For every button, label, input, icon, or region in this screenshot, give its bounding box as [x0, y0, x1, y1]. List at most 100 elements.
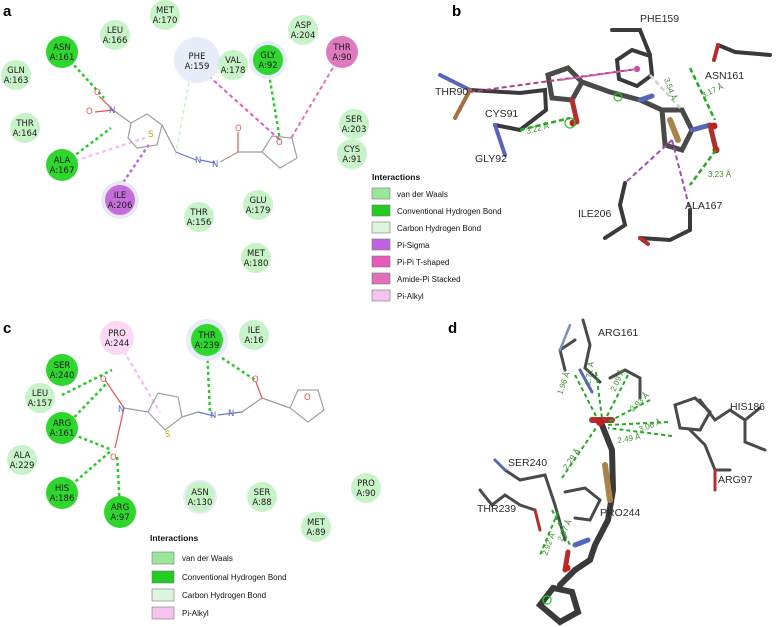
distance-d-1: 2.71 Å: [583, 360, 596, 385]
ligand-b-azo: [637, 93, 655, 103]
svg-text:THR: THR: [15, 119, 34, 129]
nitro-o2-c: O: [110, 453, 117, 463]
svg-text:A:180: A:180: [244, 259, 269, 269]
furan-ring-c: [289, 389, 325, 423]
amide-pi-thr90: [289, 55, 341, 141]
thr239-o: [533, 508, 542, 532]
phe159-chain: [610, 28, 652, 57]
legend-a-item-6: Pi-Alkyl: [371, 289, 424, 302]
d-hbond-3: [605, 374, 629, 419]
svg-text:A:161: A:161: [50, 429, 75, 439]
bond-amide-a: [219, 151, 239, 163]
svg-text:HIS: HIS: [55, 484, 69, 494]
svg-text:A:16: A:16: [244, 336, 263, 346]
svg-text:THR: THR: [197, 331, 216, 341]
nitro-n-a: N: [109, 106, 115, 116]
d-hbond-5: [607, 421, 669, 426]
c-bond-amide: [241, 397, 263, 413]
svg-text:A:164: A:164: [13, 129, 38, 139]
ligand-b: [545, 65, 719, 153]
svg-text:A:204: A:204: [291, 31, 316, 41]
svg-text:THR: THR: [189, 208, 208, 218]
hbond-marker-d: [542, 595, 552, 605]
panel-d-interactions: [539, 371, 673, 556]
pro244-backbone: [553, 503, 567, 542]
c-bond-ch2: [181, 411, 199, 418]
svg-text:A:163: A:163: [4, 76, 29, 86]
svg-text:A:167: A:167: [50, 166, 75, 176]
panel-c-interaction-lines: [61, 344, 256, 509]
svg-text:A:206: A:206: [108, 201, 133, 211]
gly92-n: [493, 123, 507, 157]
label-thr239: THR239: [477, 503, 516, 515]
c-hbond-thr239-b: [206, 346, 256, 382]
furan-o-a: O: [276, 138, 283, 148]
asn161-chain: [716, 43, 772, 57]
svg-text:A:170: A:170: [153, 16, 178, 26]
svg-text:A:161: A:161: [50, 53, 75, 63]
svg-text:ASN: ASN: [53, 43, 71, 53]
svg-text:PRO: PRO: [357, 479, 375, 489]
label-phe159: PHE159: [640, 13, 679, 25]
svg-text:Pi-Pi T-shaped: Pi-Pi T-shaped: [397, 258, 449, 267]
ligand-d: [535, 417, 617, 626]
svg-text:A:130: A:130: [188, 498, 213, 508]
svg-text:MET: MET: [307, 518, 326, 528]
legend-a-item-4: Pi-Pi T-shaped: [371, 255, 449, 268]
svg-text:SER: SER: [254, 488, 271, 498]
svg-text:A:239: A:239: [195, 341, 220, 351]
svg-text:GLU: GLU: [249, 196, 266, 206]
phe159-ring: [614, 47, 655, 89]
svg-text:A:178: A:178: [221, 66, 246, 76]
bond-o1-a: [98, 95, 114, 111]
svg-text:Pi-Sigma: Pi-Sigma: [397, 241, 430, 250]
cys91-s: [453, 88, 472, 120]
legend-c-item-3: Pi-Alkyl: [151, 606, 209, 620]
panel-c-letter: c: [3, 320, 11, 337]
label-ser240: SER240: [508, 457, 547, 469]
svg-text:MET: MET: [156, 6, 175, 16]
svg-text:MET: MET: [247, 249, 266, 259]
svg-text:A:90: A:90: [332, 53, 351, 63]
arg161-chain: [581, 318, 602, 384]
ligand-a: [94, 95, 298, 169]
hbond-asn161: [61, 51, 105, 99]
b-pi-pi: [559, 68, 638, 81]
svg-text:Pi-Alkyl: Pi-Alkyl: [397, 292, 424, 301]
svg-text:PRO: PRO: [108, 329, 126, 339]
distance-b-3: 3.23 Å: [708, 170, 732, 179]
svg-text:Conventional Hydrogen Bond: Conventional Hydrogen Bond: [397, 207, 502, 216]
distance-d-2: 2.09 Å: [609, 367, 627, 392]
ligand-b-nitro-n: [689, 122, 713, 133]
distance-d-6: 2.29 Å: [561, 446, 582, 471]
legend-a-title: Interactions: [372, 172, 420, 182]
distance-d-0: 1.96 Å: [555, 370, 572, 395]
svg-text:GLY: GLY: [260, 51, 276, 61]
svg-text:van der Waals: van der Waals: [182, 554, 233, 563]
svg-text:Carbon Hydrogen Bond: Carbon Hydrogen Bond: [397, 224, 481, 233]
azo-n1-a: N: [195, 156, 201, 166]
furan-ring-b: [545, 65, 586, 103]
svg-text:ALA: ALA: [54, 156, 71, 166]
c-pi-alkyl-pro244: [118, 344, 162, 413]
panel-b-interactions: [469, 67, 718, 211]
legend-c-item-2: Carbon Hydrogen Bond: [151, 588, 266, 602]
label-cys91: CYS91: [485, 108, 518, 120]
arg-center-chain: [608, 368, 642, 400]
legend-a-item-5: Amide-Pi Stacked: [371, 272, 461, 285]
b-hbond-ala167: [688, 149, 718, 186]
c-bond-o2: [114, 407, 125, 449]
thiophene-ring-a: [127, 113, 163, 149]
